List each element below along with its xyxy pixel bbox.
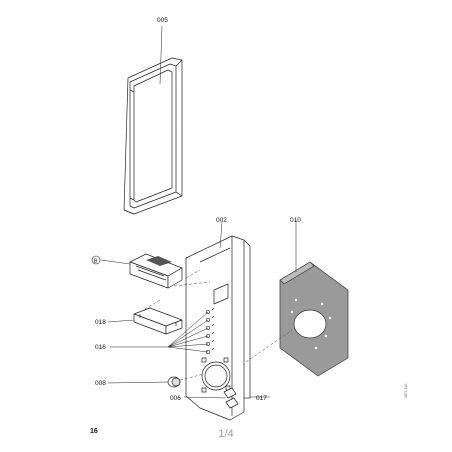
housing-002 [185,235,251,421]
label-018: 018 [95,319,106,326]
label-006: 006 [170,395,181,402]
label-016: 016 [95,344,106,351]
label-008: 008 [95,380,106,387]
label-017: 017 [256,395,267,402]
leader-lines [100,25,297,399]
assembly-lines [139,269,293,381]
label-010: 010 [290,217,301,224]
label-b: B [94,258,98,264]
label-002: 002 [216,217,227,224]
clip-006 [223,387,239,409]
knob-008 [167,376,181,388]
module-b-callout-circle [91,255,101,265]
door-panel-005 [123,57,183,215]
bracket-018 [133,307,183,335]
control-plate-010 [279,261,349,377]
label-005: 005 [157,17,168,24]
side-reference-code: 4871 110 [404,383,408,398]
sheet-number: 16 [90,428,98,435]
page-indicator: 1/4 [218,428,234,440]
module-b [129,253,183,289]
